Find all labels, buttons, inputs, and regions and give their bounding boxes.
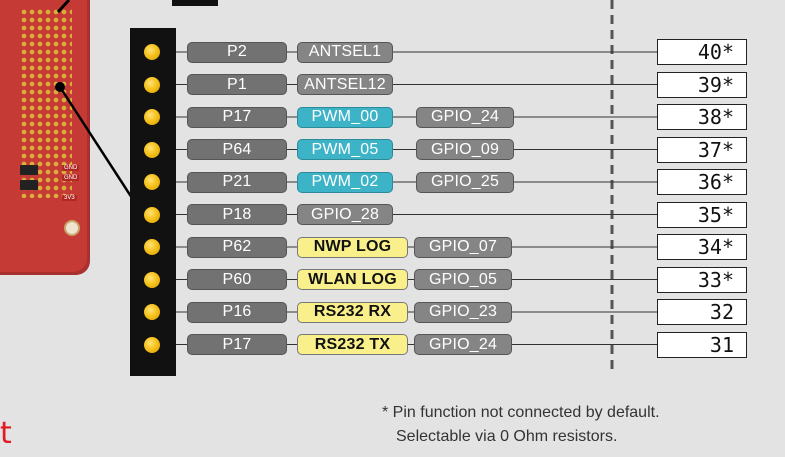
footnote-line-1: * Pin function not connected by default. [382,404,660,421]
pin-function-1: WLAN LOG [297,269,408,290]
footnote-line-2: Selectable via 0 Ohm resistors. [396,428,618,445]
pin-number-box: 39* [657,71,747,98]
port-label: P64 [187,139,287,160]
pin-function-2: GPIO_07 [414,236,512,258]
board-label-gnd-1: GND [62,165,80,171]
header-pin [144,44,160,60]
board-label-3v3: 3V3 [62,195,77,201]
pin-number-box: 40* [657,39,747,65]
header-pin [144,304,160,320]
pin-function-1: ANTSEL12 [297,74,393,95]
pin-function-2: GPIO_09 [416,139,514,160]
pin-number-box: 36* [657,169,747,195]
header-pin [144,206,160,223]
pin-function-1: NWP LOG [297,236,408,258]
port-label: P18 [187,204,287,225]
port-label: P60 [187,269,287,290]
board-label-gnd-2: GND [62,175,80,181]
pin-number-box: 33* [657,266,747,293]
pin-function-2: GPIO_23 [414,301,512,323]
pin-number-box: 32 [657,299,747,325]
port-label: P2 [187,41,287,63]
header-pin [144,141,160,158]
pin-number-box: 31 [657,331,747,358]
header-top-block [172,0,218,6]
pin-number-box: 35* [657,201,747,228]
pin-function-1: ANTSEL1 [297,41,393,63]
launchpad-board-image: GND GND 3V3 [0,0,90,275]
pointer-line-top [56,0,71,14]
pin-function-2: GPIO_05 [414,269,512,290]
pin-function-1: RS232 TX [297,334,408,355]
pin-function-2: GPIO_25 [416,171,514,193]
pin-function-1: PWM_02 [297,171,393,193]
cropped-title-fragment: t [0,416,12,451]
header-pin [144,174,160,190]
pin-function-1: PWM_05 [297,139,393,160]
port-label: P17 [187,334,287,355]
pin-function-1: RS232 RX [297,301,408,323]
pointer-dot [55,82,65,92]
board-button [64,220,80,236]
pin-number-box: 38* [657,104,747,130]
port-label: P62 [187,236,287,258]
port-label: P1 [187,74,287,95]
pin-function-1: GPIO_28 [297,204,393,225]
pin-function-2: GPIO_24 [414,334,512,355]
port-label: P16 [187,301,287,323]
pin-number-box: 37* [657,136,747,163]
board-jumper [20,165,38,175]
pointer-line-bottom [58,86,134,199]
header-pin [144,271,160,288]
port-label: P17 [187,106,287,128]
pin-function-1: PWM_00 [297,106,393,128]
port-label: P21 [187,171,287,193]
header-pin [144,76,160,93]
header-pin [144,109,160,125]
header-pin [144,239,160,255]
pin-number-box: 34* [657,234,747,260]
board-jumper [20,180,38,190]
header-pin [144,336,160,353]
pin-function-2: GPIO_24 [416,106,514,128]
